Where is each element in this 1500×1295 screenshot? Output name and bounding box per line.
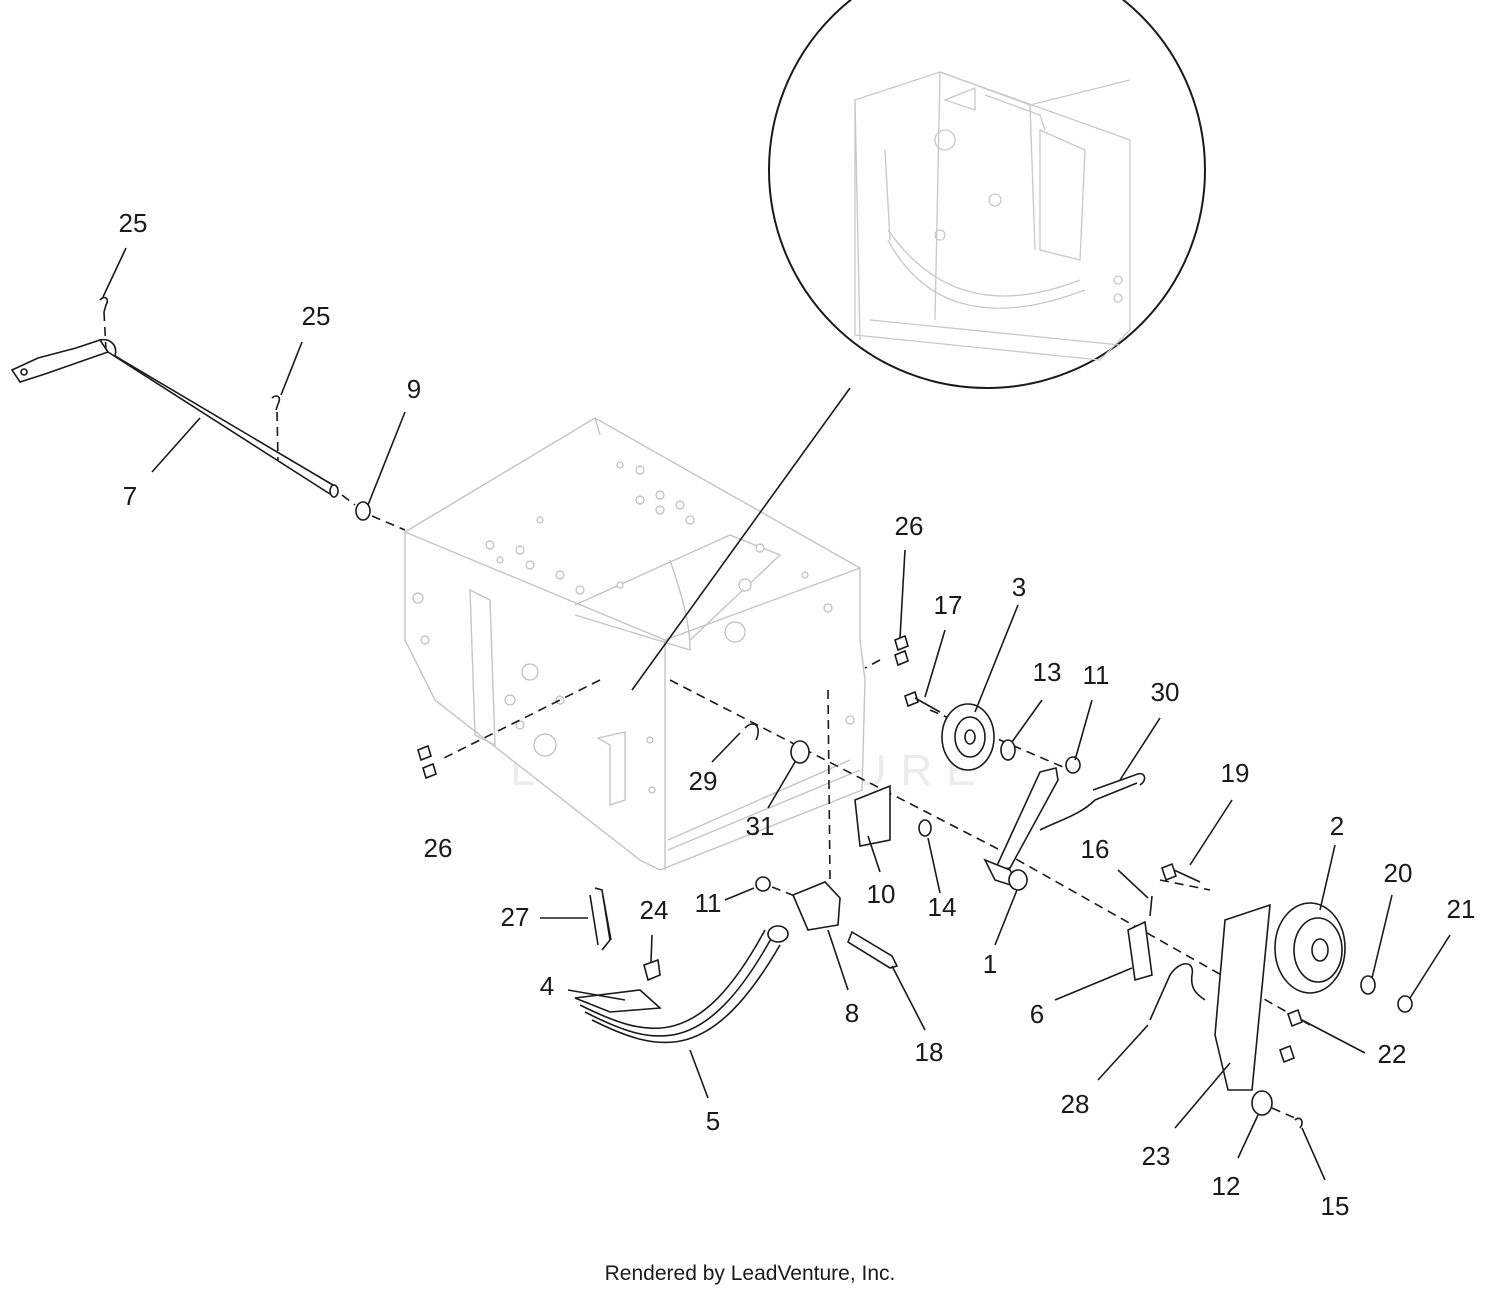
part-5-belt-guide — [579, 925, 789, 1044]
callout-28: 28 — [1061, 1089, 1090, 1119]
callout-19: 19 — [1221, 758, 1250, 788]
part-11-nut-upper — [1065, 756, 1081, 774]
part-16-pin — [1149, 895, 1153, 917]
part-12-washer — [1251, 1090, 1273, 1116]
callout-15: 15 — [1321, 1191, 1350, 1221]
part-23-plate — [1214, 903, 1271, 1091]
part-22-bolt-lower — [1279, 1044, 1295, 1064]
callout-24: 24 — [640, 895, 669, 925]
callout-31: 31 — [746, 811, 775, 841]
part-25a-clip — [99, 296, 109, 313]
callout-26-a: 26 — [895, 511, 924, 541]
part-31-washer — [790, 740, 810, 764]
part-30-spring — [1039, 772, 1146, 831]
part-17-bolt — [904, 690, 941, 713]
callout-3: 3 — [1012, 572, 1026, 602]
part-21-nut — [1397, 995, 1413, 1013]
callout-30: 30 — [1151, 677, 1180, 707]
part-7-rod — [10, 338, 339, 498]
footer-credit: Rendered by LeadVenture, Inc. — [604, 1262, 896, 1285]
callout-23: 23 — [1142, 1141, 1171, 1171]
detail-inset — [768, 0, 1206, 389]
callout-4: 4 — [540, 971, 554, 1001]
part-6-bracket — [1127, 920, 1153, 982]
callout-11-b: 11 — [695, 888, 722, 918]
frame-housing — [404, 417, 866, 871]
part-18-bolt — [847, 930, 899, 969]
callout-27: 27 — [501, 902, 530, 932]
part-9-bushing — [355, 501, 371, 521]
callout-17: 17 — [934, 590, 963, 620]
part-25b-clip — [271, 395, 281, 411]
part-19-bolt — [1161, 862, 1201, 883]
part-11-nut-lower — [755, 876, 771, 892]
part-20-washer — [1360, 975, 1376, 995]
part-29-clip — [744, 723, 760, 741]
callout-7: 7 — [123, 481, 137, 511]
leader-lines — [102, 247, 1451, 1181]
callout-13: 13 — [1033, 657, 1062, 687]
part-26-bolts-right — [894, 634, 909, 667]
part-15-clip — [1294, 1117, 1303, 1129]
callout-21: 21 — [1447, 894, 1476, 924]
callout-26-b: 26 — [424, 833, 453, 863]
callout-14: 14 — [928, 892, 957, 922]
part-27-spring — [589, 887, 612, 951]
callout-11-a: 11 — [1083, 660, 1110, 690]
callout-2: 2 — [1330, 811, 1344, 841]
callout-22: 22 — [1378, 1039, 1407, 1069]
callout-29: 29 — [689, 766, 718, 796]
callout-8: 8 — [845, 998, 859, 1028]
callout-20: 20 — [1384, 858, 1413, 888]
callout-25-a: 25 — [119, 208, 148, 238]
callout-5: 5 — [706, 1106, 720, 1136]
part-26-bolts-left — [417, 744, 437, 780]
part-13-washer — [1000, 739, 1016, 761]
part-8-bracket — [791, 881, 841, 931]
part-10-bracket — [854, 784, 891, 847]
callout-16: 16 — [1081, 834, 1110, 864]
callout-6: 6 — [1030, 999, 1044, 1029]
part-1-arm — [983, 767, 1059, 891]
callout-12: 12 — [1212, 1171, 1241, 1201]
callout-9: 9 — [407, 374, 421, 404]
part-24-clip — [643, 958, 661, 982]
part-22-bolt — [1287, 1008, 1303, 1028]
inset-leader-line — [631, 387, 851, 691]
part-14-washer — [918, 819, 932, 837]
part-3-pulley — [941, 703, 995, 771]
callout-10: 10 — [867, 879, 896, 909]
callout-25-b: 25 — [302, 301, 331, 331]
part-2-pulley — [1274, 902, 1346, 994]
callout-1: 1 — [983, 949, 997, 979]
part-28-spring — [1149, 962, 1206, 1021]
callout-18: 18 — [915, 1037, 944, 1067]
